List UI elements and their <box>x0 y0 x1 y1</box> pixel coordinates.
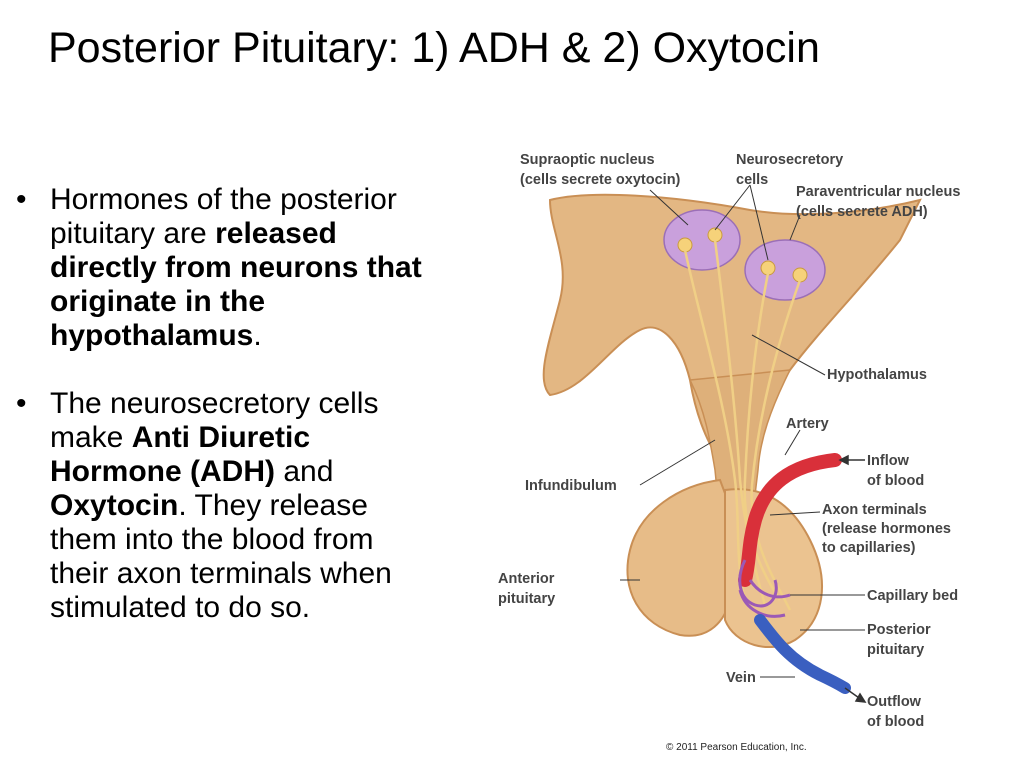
label-posterior-pituitary: pituitary <box>867 642 924 658</box>
bullet-dot: • <box>16 387 27 420</box>
bullet-text-run: The neurosecretory cells make <box>50 387 379 454</box>
capillary <box>738 589 786 618</box>
label-anterior: Anterior <box>498 571 555 587</box>
label-paraventricular-detail: (cells secrete ADH) <box>796 204 928 220</box>
bullet-text-run: Hormones of the posterior pituitary are <box>50 183 397 250</box>
bullet-bold-run: Oxytocin <box>50 489 179 522</box>
label-supraoptic-nucleus: Supraoptic nucleus <box>520 152 655 168</box>
label-artery: Artery <box>786 416 829 432</box>
leader-line <box>714 184 751 231</box>
label-axon-terminals: Axon terminals <box>822 502 927 518</box>
leader-line <box>639 439 716 486</box>
neurosecretory-cells <box>677 227 808 283</box>
neuron-cell-body <box>760 260 776 276</box>
pituitary-diagram: Supraoptic nucleus (cells secrete oxytoc… <box>498 152 960 753</box>
label-anterior-pituitary: pituitary <box>498 591 555 607</box>
neuron-cell-body <box>677 237 693 253</box>
outflow-arrowhead <box>854 692 867 703</box>
label-neurosecretory: Neurosecretory <box>736 152 843 168</box>
capillary <box>738 559 778 608</box>
supraoptic-nucleus <box>663 209 741 271</box>
bullet-dot: • <box>16 183 27 216</box>
slide-title: Posterior Pituitary: 1) ADH & 2) Oxytoci… <box>48 24 820 72</box>
label-axon-detail-2: to capillaries) <box>822 540 916 556</box>
anterior-pituitary-tissue <box>626 478 737 637</box>
label-outflow: Outflow <box>867 694 922 710</box>
capillary <box>748 579 791 599</box>
label-capillary-bed: Capillary bed <box>867 588 958 604</box>
paraventricular-nucleus <box>744 239 826 301</box>
inflow-arrowhead <box>838 454 849 466</box>
axon <box>750 279 802 611</box>
bullet-item: • The neurosecretory cells make Anti Diu… <box>16 387 436 625</box>
label-vein: Vein <box>726 670 756 686</box>
copyright-notice: © 2011 Pearson Education, Inc. <box>666 742 807 753</box>
axon <box>743 272 782 601</box>
label-posterior: Posterior <box>867 622 931 638</box>
leader-lines <box>620 184 865 678</box>
leader-line <box>749 184 769 261</box>
bullet-text-run: . They release them into the blood from … <box>50 489 392 624</box>
bullet-bold-run: released directly from neurons that orig… <box>50 217 422 352</box>
flow-arrows <box>838 454 867 703</box>
bullet-text: The neurosecretory cells make Anti Diure… <box>50 387 436 625</box>
leader-line <box>769 511 821 516</box>
label-supraoptic-detail: (cells secrete oxytocin) <box>520 172 681 188</box>
bullet-text: Hormones of the posterior pituitary are … <box>50 183 436 353</box>
label-inflow-blood: of blood <box>867 473 924 489</box>
leader-line <box>751 334 826 376</box>
bullet-text-run: and <box>275 455 334 488</box>
bullet-bold-run: Anti Diuretic Hormone (ADH) <box>50 421 311 488</box>
leader-line <box>649 189 689 226</box>
leader-line <box>784 429 801 456</box>
axon <box>683 249 747 601</box>
label-infundibulum: Infundibulum <box>525 478 617 494</box>
bullet-text-run: . <box>253 319 262 352</box>
label-outflow-blood: of blood <box>867 714 924 730</box>
axon-bundle <box>683 239 802 611</box>
label-paraventricular-nucleus: Paraventricular nucleus <box>796 184 960 200</box>
label-inflow: Inflow <box>867 453 910 469</box>
vein <box>754 614 851 694</box>
label-axon-detail-1: (release hormones <box>822 521 951 537</box>
label-hypothalamus: Hypothalamus <box>827 367 927 383</box>
neuron-cell-body <box>707 227 723 243</box>
artery <box>738 453 842 587</box>
bullet-list: • Hormones of the posterior pituitary ar… <box>16 183 436 659</box>
capillary-bed <box>738 559 791 618</box>
bullet-item: • Hormones of the posterior pituitary ar… <box>16 183 436 353</box>
label-neurosecretory-cells: cells <box>736 172 768 188</box>
neuron-cell-body <box>792 267 808 283</box>
leader-line <box>789 214 801 241</box>
